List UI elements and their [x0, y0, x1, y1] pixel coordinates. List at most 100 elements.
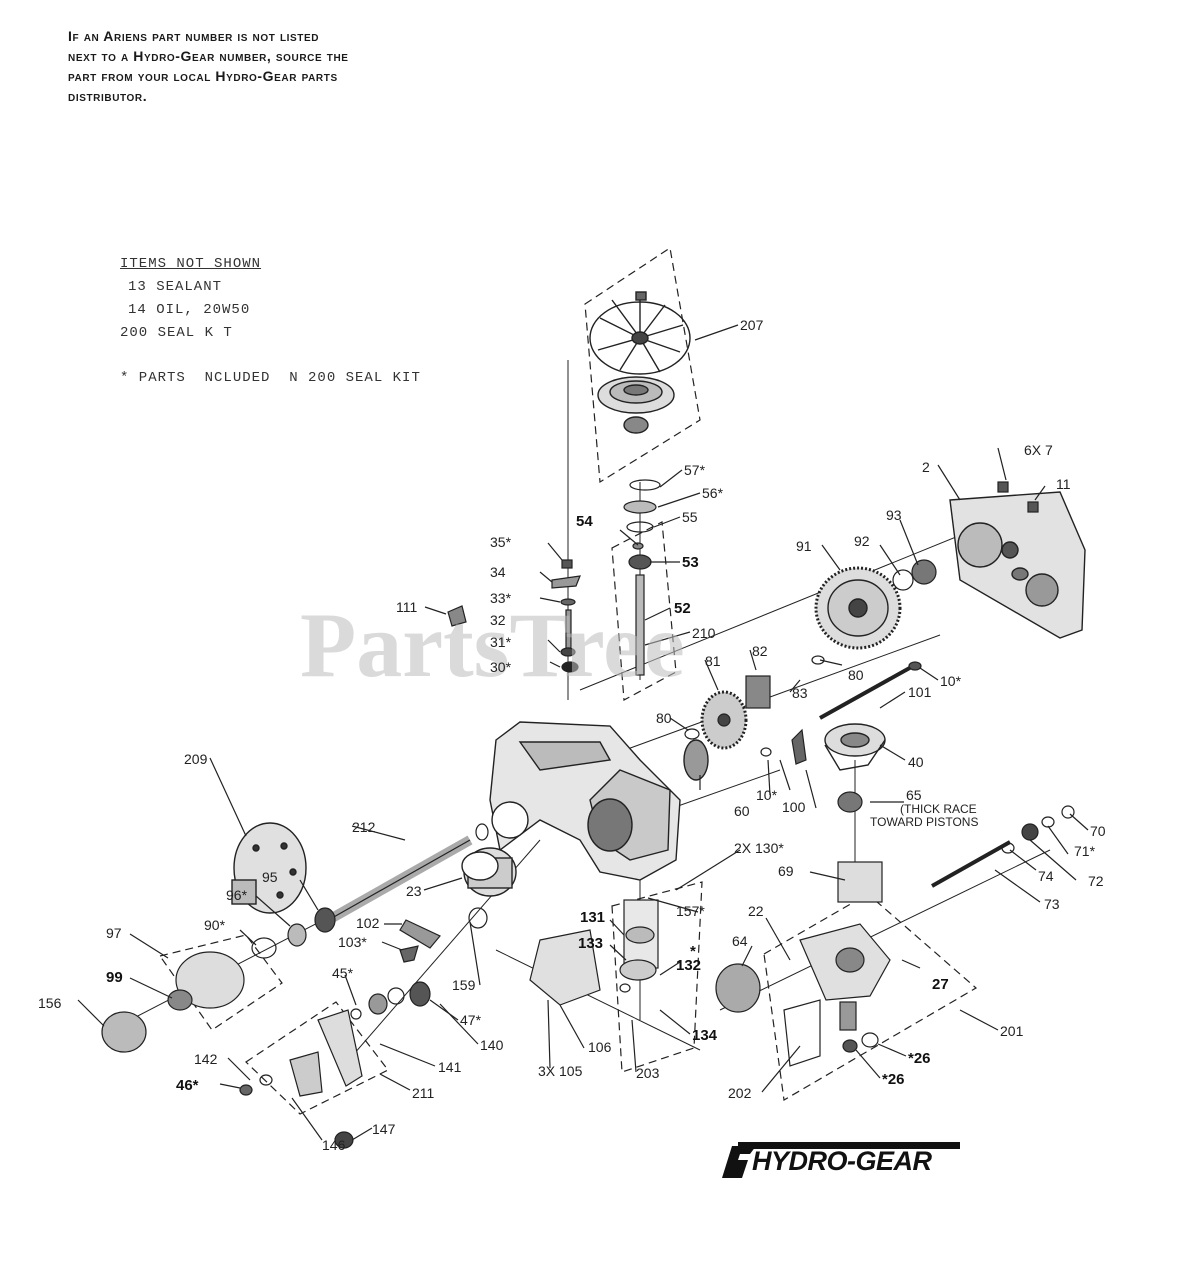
- watermark-text: PartsTree: [300, 594, 685, 696]
- callout: 10*: [756, 787, 778, 803]
- callout: 134: [692, 1027, 718, 1044]
- callout: 212: [352, 819, 376, 835]
- callout: 34: [490, 564, 506, 580]
- callout: 11: [1056, 476, 1071, 492]
- header-note: If an Ariens part number is not listed n…: [68, 26, 468, 106]
- callout: 147: [372, 1121, 396, 1137]
- callout: 31*: [490, 634, 512, 650]
- callout: 95: [262, 869, 278, 885]
- callout: 35*: [490, 534, 512, 550]
- callout: 141: [438, 1059, 462, 1075]
- fan-group-box: [584, 246, 701, 484]
- callout: 53: [682, 554, 699, 571]
- note-line-4: distributor.: [68, 88, 148, 104]
- bull-gear-part: [814, 566, 902, 650]
- callout: 33*: [490, 590, 512, 606]
- plate-202-box: [783, 999, 821, 1067]
- callout: 70: [1090, 823, 1106, 839]
- callout: 82: [752, 643, 768, 659]
- callout: 210: [692, 625, 716, 641]
- callout: 142: [194, 1051, 218, 1067]
- callout: 209: [184, 751, 208, 767]
- cooling-fan-part: [589, 291, 691, 375]
- legend-item: 13 SEALANT: [128, 279, 223, 295]
- callout: 102: [356, 915, 380, 931]
- callout: 71*: [1074, 843, 1096, 859]
- callout: 100: [782, 799, 806, 815]
- callout: 74: [1038, 868, 1054, 884]
- items-not-shown-legend: ITEMS NOT SHOWN 13 SEALANT 14 OIL, 20W50…: [120, 256, 421, 393]
- callout-labels: 207 57* 56* 55 54 53 52 210 35* 34 33* 3…: [38, 317, 1106, 1153]
- callout: *26: [882, 1071, 905, 1088]
- callout: (THICK RACE: [900, 802, 977, 816]
- callout: 52: [674, 600, 691, 617]
- callout: 202: [728, 1085, 752, 1101]
- callout: 69: [778, 863, 794, 879]
- callout: 40: [908, 754, 924, 770]
- hydro-gear-logo: [722, 1142, 960, 1178]
- pulley-part: [597, 376, 675, 434]
- callout: 140: [480, 1037, 504, 1053]
- side-cover-part: [949, 491, 1086, 639]
- note-line-2: next to a Hydro-Gear number, source the: [68, 48, 349, 64]
- callout: 56*: [702, 485, 724, 501]
- callout: *: [690, 943, 696, 960]
- callout: 132: [676, 957, 701, 974]
- callout: 6X 7: [1024, 442, 1053, 458]
- callout: 65: [906, 787, 922, 803]
- callout: 73: [1044, 896, 1060, 912]
- callout: 10*: [940, 673, 962, 689]
- legend-item: 200 SEAL K T: [120, 325, 233, 341]
- oil-filter-part: [461, 847, 517, 897]
- callout: 45*: [332, 965, 354, 981]
- callout: 22: [748, 903, 764, 919]
- callout: 46*: [176, 1077, 199, 1094]
- callout: 90*: [204, 917, 226, 933]
- callout: 93: [886, 507, 902, 523]
- callout: 2X 130*: [734, 840, 784, 856]
- hub-plate-part: [231, 822, 307, 914]
- callout: 30*: [490, 659, 512, 675]
- callout: 23: [406, 883, 422, 899]
- callout: 3X 105: [538, 1063, 583, 1079]
- note-line-3: part from your local Hydro-Gear parts: [68, 68, 338, 84]
- callout: 92: [854, 533, 870, 549]
- note-line-1: If an Ariens part number is not listed: [68, 28, 320, 44]
- callout: 203: [636, 1065, 660, 1081]
- swashplate-part: [824, 723, 886, 771]
- callout: 64: [732, 933, 748, 949]
- callout: 201: [1000, 1023, 1024, 1039]
- callout: 27: [932, 976, 949, 993]
- callout: 54: [576, 513, 593, 530]
- callout: 81: [705, 653, 721, 669]
- legend-footnote: * PARTS NCLUDED N 200 SEAL KIT: [120, 370, 421, 386]
- callout: TOWARD PISTONS: [870, 815, 978, 829]
- callout: 131: [580, 909, 605, 926]
- callout: 156: [38, 995, 62, 1011]
- callout: 91: [796, 538, 812, 554]
- transaxle-housing-part: [489, 721, 709, 881]
- legend-header: ITEMS NOT SHOWN: [120, 256, 262, 272]
- callout: 83: [792, 685, 808, 701]
- callout: 111: [396, 599, 417, 615]
- callout: 72: [1088, 873, 1104, 889]
- callout: 146: [322, 1137, 346, 1153]
- brake-group-box: [611, 881, 703, 1073]
- callout: 133: [578, 935, 603, 952]
- callout: 55: [682, 509, 698, 525]
- center-shaft-box: [611, 521, 677, 701]
- pump-group-box: [763, 893, 978, 1101]
- callout: 103*: [338, 934, 367, 950]
- callout: 99: [106, 969, 123, 986]
- callout: 32: [490, 612, 506, 628]
- callout: 159: [452, 977, 476, 993]
- callout: 57*: [684, 462, 706, 478]
- callout: 97: [106, 925, 122, 941]
- callout: 60: [734, 803, 750, 819]
- legend-item: 14 OIL, 20W50: [128, 302, 251, 318]
- callout: 80: [656, 710, 672, 726]
- callout: 106: [588, 1039, 612, 1055]
- brand-name: HYDRO-GEAR: [752, 1146, 932, 1176]
- callout: 157*: [676, 903, 705, 919]
